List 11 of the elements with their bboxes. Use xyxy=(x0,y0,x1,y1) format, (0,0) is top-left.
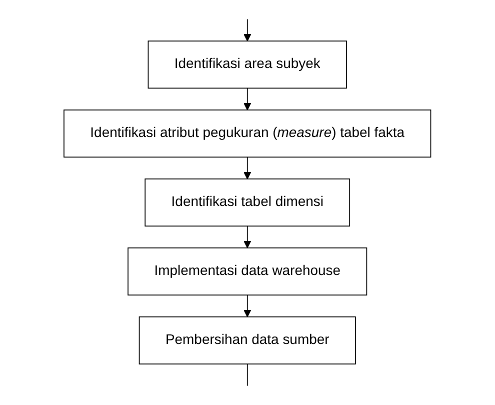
arrow xyxy=(244,156,252,180)
node-box: Identifikasi area subyek xyxy=(148,40,348,89)
arrow xyxy=(244,226,252,248)
node-box: Pembersihan data sumber xyxy=(138,316,356,364)
arrow xyxy=(244,18,252,42)
node-box: Implementasi data warehouse xyxy=(128,247,368,296)
connector xyxy=(247,364,248,386)
node-box: Identifikasi atribut pegukuran (measure) tabel fakta xyxy=(64,110,432,158)
node-box: Identifikasi tabel dimensi xyxy=(144,178,350,226)
arrow xyxy=(244,88,252,110)
arrow xyxy=(244,294,252,318)
